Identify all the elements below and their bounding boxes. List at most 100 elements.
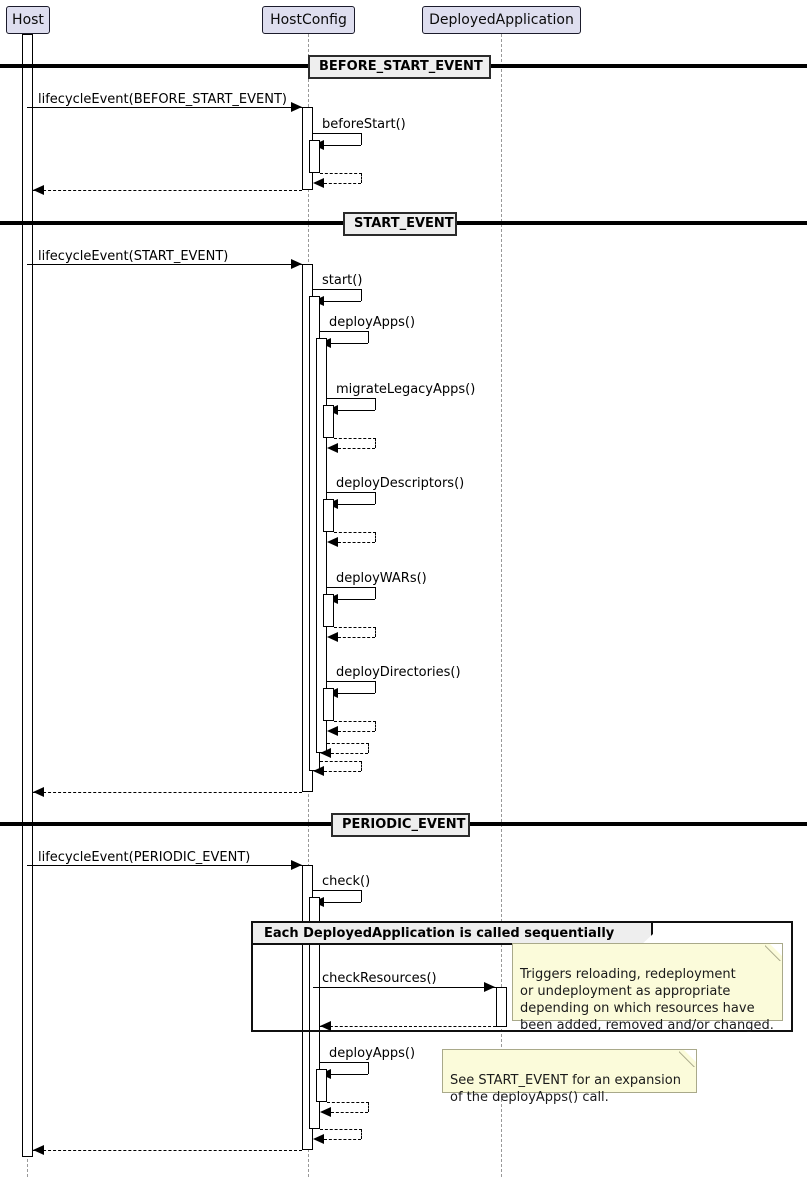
activation-hostconfig-deploydirectories-l4 [323, 688, 334, 721]
return-self-top-before-start [320, 173, 362, 174]
message-label-lifecycle-periodic: lifecycleEvent(PERIODIC_EVENT) [38, 850, 251, 865]
arrowhead-lifecycle-start [291, 259, 302, 269]
arrowhead-return-deployapps-periodic [320, 1107, 331, 1117]
message-self-top-deployapps-periodic [320, 1062, 369, 1063]
message-self-bottom-deployapps-periodic [331, 1074, 368, 1075]
arrowhead-return-check [313, 1134, 324, 1144]
divider-start-event: START_EVENT [343, 212, 457, 236]
message-self-bottom-start [324, 301, 361, 302]
message-self-side-deploydescriptors [375, 492, 376, 504]
message-label-deployapps-periodic: deployApps() [329, 1046, 416, 1061]
return-self-side-before-start [361, 173, 362, 183]
message-label-deploydescriptors: deployDescriptors() [336, 476, 465, 491]
note-checkresources-text: Triggers reloading, redeployment or unde… [520, 967, 774, 1033]
activation-hostconfig-before-start-inner [309, 140, 320, 173]
return-line-before-start-to-host [33, 190, 302, 191]
return-self-side-deployapps-periodic [368, 1102, 369, 1112]
return-self-bottom-migratelegacyapps [338, 448, 375, 449]
arrowhead-return-deployapps [320, 748, 331, 758]
arrowhead-return-migratelegacyapps [327, 443, 338, 453]
group-header-each-deployedapplication: Each DeployedApplication is called seque… [253, 923, 653, 945]
activation-host [22, 34, 33, 1157]
message-self-top-deploydirectories [327, 681, 376, 682]
activation-hostconfig-check-l2 [309, 897, 320, 1129]
return-self-bottom-check [324, 1139, 361, 1140]
return-self-bottom-deploydirectories [338, 731, 375, 732]
message-arrow-lifecycle-before-start [27, 107, 302, 108]
message-label-checkresources: checkResources() [322, 971, 437, 986]
message-self-side-deploywars [375, 587, 376, 599]
lifeline-deployedapplication [501, 34, 502, 1177]
note-deployapps: See START_EVENT for an expansion of the … [442, 1049, 697, 1105]
message-label-deployapps-start: deployApps() [329, 315, 416, 330]
activation-hostconfig-deployapps-periodic-l3 [316, 1069, 327, 1102]
message-arrow-lifecycle-start [27, 264, 302, 265]
return-self-top-migratelegacyapps [334, 438, 376, 439]
return-self-top-check [320, 1129, 362, 1130]
return-self-top-deployapps [327, 743, 369, 744]
return-line-checkresources [320, 1026, 496, 1027]
arrowhead-return-deploywars [327, 632, 338, 642]
message-self-bottom-deploydescriptors [338, 504, 375, 505]
arrowhead-return-start [313, 766, 324, 776]
return-self-side-check [361, 1129, 362, 1139]
message-self-bottom-check [324, 902, 361, 903]
message-label-start: start() [322, 273, 363, 288]
participant-hostconfig[interactable]: HostConfig [262, 6, 355, 34]
arrowhead-lifecycle-periodic [291, 860, 302, 870]
message-self-side-start [361, 289, 362, 301]
arrowhead-return-deploydirectories [327, 726, 338, 736]
message-label-deploywars: deployWARs() [336, 571, 427, 586]
return-self-bottom-deploywars [338, 637, 375, 638]
participant-host[interactable]: Host [6, 6, 50, 34]
message-self-top-deployapps [320, 331, 369, 332]
return-self-bottom-deployapps [331, 753, 368, 754]
activation-hostconfig-deploydescriptors-l4 [323, 499, 334, 532]
activation-hostconfig-deploywars-l4 [323, 594, 334, 627]
return-self-side-migratelegacyapps [375, 438, 376, 448]
return-self-top-deploywars [334, 627, 376, 628]
message-self-side-deployapps-periodic [368, 1062, 369, 1074]
message-label-lifecycle-start: lifecycleEvent(START_EVENT) [38, 249, 229, 264]
return-self-bottom-deployapps-periodic [331, 1112, 368, 1113]
arrowhead-return-deploydescriptors [327, 537, 338, 547]
activation-deployedapplication-checkresources [496, 987, 507, 1027]
return-self-top-deployapps-periodic [327, 1102, 369, 1103]
message-label-migratelegacyapps: migrateLegacyApps() [336, 382, 476, 397]
message-self-top-deploywars [327, 587, 376, 588]
message-self-top-start [313, 289, 362, 290]
message-label-deploydirectories: deployDirectories() [336, 665, 461, 680]
message-self-side-deployapps [368, 331, 369, 343]
arrowhead-return-to-host-before-start [33, 185, 44, 195]
return-self-bottom-deploydescriptors [338, 542, 375, 543]
note-checkresources: Triggers reloading, redeployment or unde… [512, 943, 783, 1033]
message-self-top-before-start [313, 133, 362, 134]
return-self-bottom-start [324, 771, 361, 772]
message-label-lifecycle-before-start: lifecycleEvent(BEFORE_START_EVENT) [38, 92, 287, 107]
arrowhead-checkresources [484, 982, 495, 992]
message-label-before-start: beforeStart() [322, 117, 406, 132]
message-self-bottom-before-start [324, 145, 361, 146]
return-self-top-start [320, 761, 362, 762]
message-self-bottom-deployapps [331, 343, 368, 344]
divider-periodic-event: PERIODIC_EVENT [331, 813, 470, 837]
return-self-top-deploydescriptors [334, 532, 376, 533]
message-self-top-migratelegacyapps [327, 398, 376, 399]
message-self-top-deploydescriptors [327, 492, 376, 493]
return-self-side-start [361, 761, 362, 771]
return-self-side-deploydescriptors [375, 532, 376, 542]
message-self-bottom-deploydirectories [338, 693, 375, 694]
return-line-start-to-host [33, 792, 302, 793]
message-arrow-lifecycle-periodic [27, 865, 302, 866]
arrowhead-return-to-host-start [33, 787, 44, 797]
message-self-side-before-start [361, 133, 362, 145]
return-self-side-deploydirectories [375, 721, 376, 731]
arrowhead-lifecycle-before-start [291, 102, 302, 112]
message-self-side-deploydirectories [375, 681, 376, 693]
return-line-periodic-to-host [33, 1150, 302, 1151]
note-fold-edge-icon [765, 944, 782, 961]
arrowhead-return-to-host-periodic [33, 1145, 44, 1155]
note-fold-edge-icon-2 [679, 1050, 696, 1067]
participant-deployedapplication[interactable]: DeployedApplication [422, 6, 581, 34]
